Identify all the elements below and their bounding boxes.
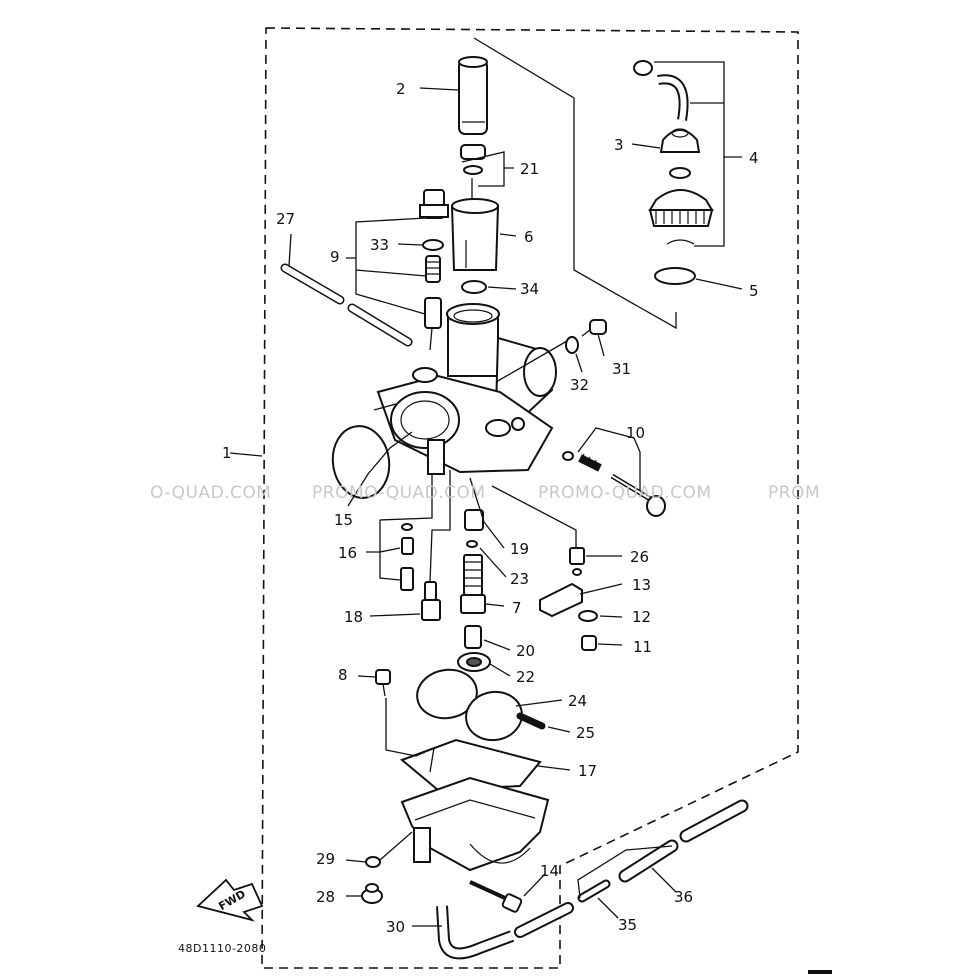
part-label-14: 14 (540, 862, 559, 880)
part-label-15: 15 (334, 511, 353, 529)
part-label-3: 3 (614, 136, 624, 154)
part-pilot-screw (562, 451, 666, 517)
part-number-labels: 1 2 3 4 5 6 7 8 9 10 11 12 13 14 15 16 1… (222, 80, 759, 936)
corner-mark (808, 970, 832, 974)
assembly-boundary (261, 27, 799, 969)
part-label-25: 25 (576, 724, 595, 742)
carburetor-body (373, 303, 557, 475)
part-washer-5 (654, 267, 696, 285)
part-main-jet (460, 509, 486, 614)
part-label-17: 17 (578, 762, 597, 780)
part-jet-16 (400, 523, 414, 591)
part-hose-27 (280, 263, 413, 347)
part-label-9: 9 (330, 248, 340, 266)
part-label-19: 19 (510, 540, 529, 558)
part-label-12: 12 (632, 608, 651, 626)
watermark: PROMO-QUAD.COM (312, 483, 486, 503)
part-label-16: 16 (338, 544, 357, 562)
part-label-11: 11 (633, 638, 652, 656)
part-label-33: 33 (370, 236, 389, 254)
part-throttle-valve (458, 56, 488, 135)
part-screw-11 (581, 635, 597, 651)
part-hose-36 (618, 799, 749, 883)
part-label-23: 23 (510, 570, 529, 588)
part-label-6: 6 (524, 228, 534, 246)
part-label-24: 24 (568, 692, 587, 710)
part-joint-35 (577, 879, 611, 903)
part-gasket-17 (400, 738, 542, 792)
part-label-13: 13 (632, 576, 651, 594)
part-label-36: 36 (674, 888, 693, 906)
part-label-29: 29 (316, 850, 335, 868)
part-label-1: 1 (222, 444, 232, 462)
watermark: PROMO-QUAD.COM (538, 483, 712, 503)
part-label-34: 34 (520, 280, 539, 298)
watermark: PROM (768, 483, 820, 503)
part-washer-12 (578, 610, 598, 622)
part-o-ring-34 (461, 280, 487, 294)
part-float-24 (416, 668, 523, 742)
part-label-27: 27 (276, 210, 295, 228)
part-float-bowl (400, 776, 550, 872)
part-label-7: 7 (512, 599, 522, 617)
part-label-20: 20 (516, 642, 535, 660)
part-chamber-top (659, 128, 701, 153)
part-plate-13 (539, 582, 583, 618)
part-plug-28 (361, 883, 383, 904)
fwd-arrow-icon: FWD (196, 878, 264, 922)
part-label-28: 28 (316, 888, 335, 906)
part-slide (450, 198, 500, 271)
part-label-21: 21 (520, 160, 539, 178)
part-label-18: 18 (344, 608, 363, 626)
part-label-5: 5 (749, 282, 759, 300)
part-gasket-15 (331, 425, 391, 499)
watermark-row: O-QUAD.COM PROMO-QUAD.COM PROMO-QUAD.COM… (150, 483, 820, 503)
part-washer-22 (457, 652, 491, 672)
part-label-22: 22 (516, 668, 535, 686)
watermark: O-QUAD.COM (150, 483, 271, 503)
part-pin-25 (516, 712, 546, 730)
part-label-10: 10 (626, 424, 645, 442)
part-screw-31 (581, 319, 607, 337)
part-label-8: 8 (338, 666, 348, 684)
part-drain-hose-30 (436, 902, 574, 960)
part-label-4: 4 (749, 149, 759, 167)
part-label-35: 35 (618, 916, 637, 934)
part-nozzle-20 (464, 625, 482, 649)
part-label-31: 31 (612, 360, 631, 378)
part-label-26: 26 (630, 548, 649, 566)
part-drain-screw-14 (469, 880, 523, 913)
leader-lines (229, 37, 743, 927)
part-label-32: 32 (570, 376, 589, 394)
part-label-2: 2 (396, 80, 406, 98)
part-starter-plunger (419, 189, 449, 351)
part-screw-8 (375, 669, 391, 697)
diagram-code: 48D1110-2080 (178, 942, 266, 955)
part-washer-32 (565, 336, 579, 354)
part-fitting-26 (569, 547, 585, 576)
part-jet-18 (421, 581, 441, 621)
part-washer-29 (365, 856, 381, 868)
part-cap-assembly (633, 60, 714, 245)
part-label-30: 30 (386, 918, 405, 936)
